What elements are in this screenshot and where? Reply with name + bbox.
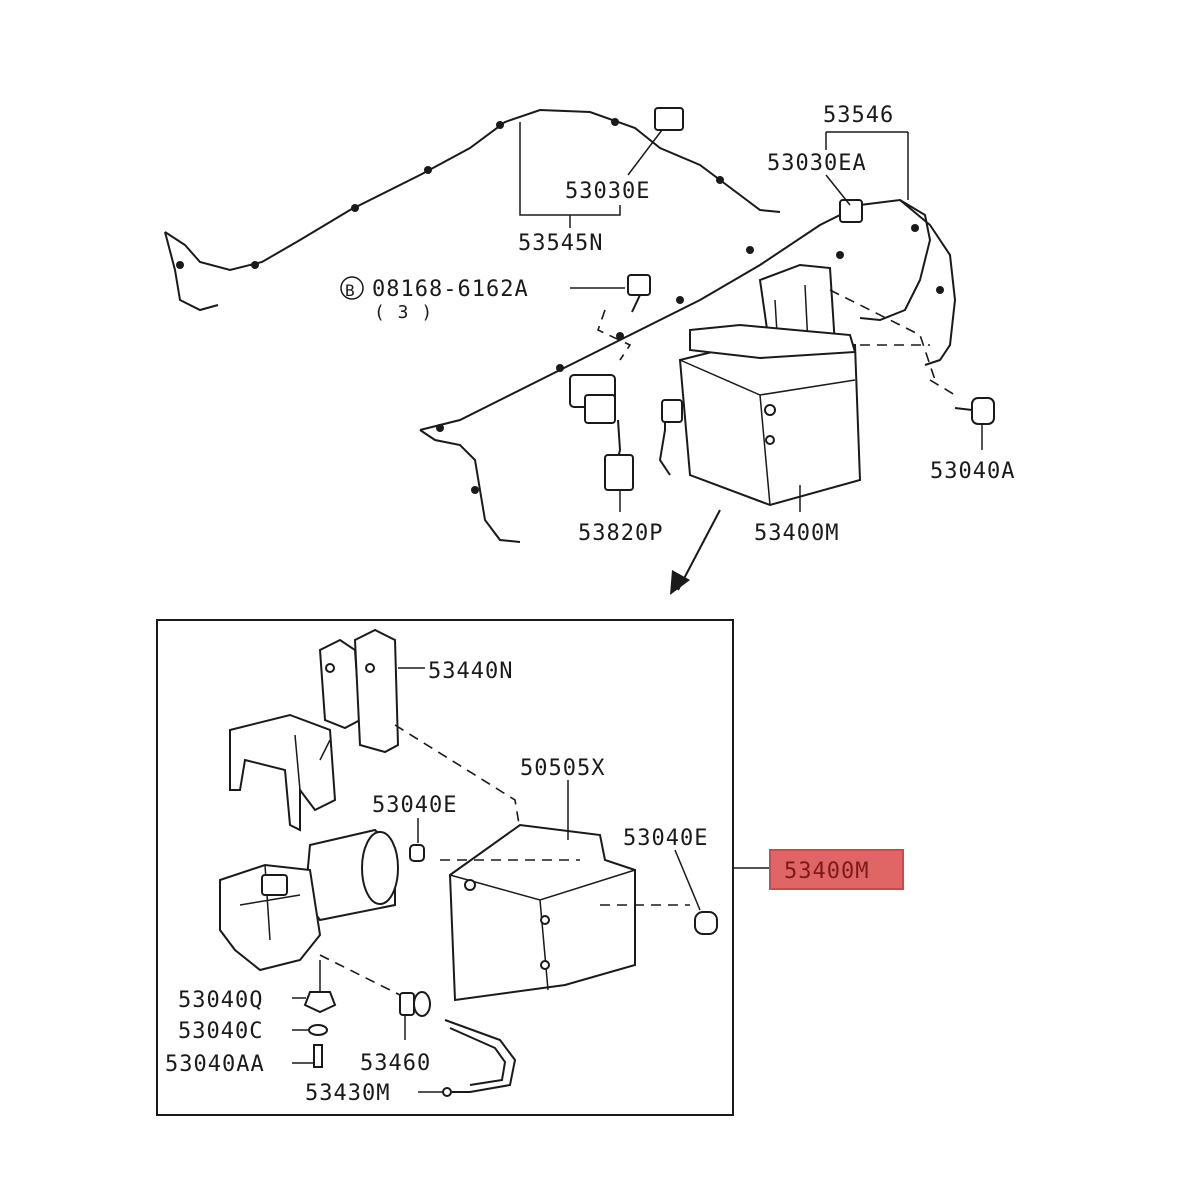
bushing-53460 [399, 991, 431, 1040]
bracket-53545N-callout [519, 122, 621, 228]
hose-53430M [418, 1019, 517, 1097]
grommet-53040E-left [409, 818, 425, 862]
label-53400M-highlight[interactable]: 53400M [784, 859, 869, 884]
bracket-53440N [229, 628, 425, 832]
label-50505X[interactable]: 50505X [520, 756, 605, 781]
bolt-53040A [929, 379, 995, 450]
label-08168-6162A[interactable]: 08168-6162A [372, 277, 529, 302]
compressor-motor [219, 828, 411, 1001]
bolt-08168-6162A [340, 274, 651, 313]
connector-53030EA [839, 199, 863, 223]
label-53040E-left[interactable]: 53040E [372, 793, 457, 818]
label-53820P[interactable]: 53820P [578, 521, 663, 546]
label-53460[interactable]: 53460 [360, 1051, 431, 1076]
hardware-stack [292, 991, 337, 1068]
label-53545N[interactable]: 53545N [518, 231, 603, 256]
harness-clips-top [176, 118, 724, 269]
detail-arrow [670, 509, 721, 595]
grommet-53040E-right [674, 849, 718, 935]
compressor-assembly-53400M-top [658, 263, 936, 512]
label-53040Q[interactable]: 53040Q [178, 988, 263, 1013]
sensor-53820P [569, 309, 634, 512]
label-53430M[interactable]: 53430M [305, 1081, 390, 1106]
harness-clips-main [436, 224, 944, 494]
label-53030E[interactable]: 53030E [565, 179, 650, 204]
harness-53545N [164, 108, 781, 312]
label-53040AA[interactable]: 53040AA [165, 1052, 265, 1077]
label-53040A[interactable]: 53040A [930, 459, 1015, 484]
cover-50505X [394, 724, 690, 1002]
label-53440N[interactable]: 53440N [428, 659, 513, 684]
label-53546[interactable]: 53546 [823, 103, 894, 128]
label-53030EA[interactable]: 53030EA [767, 151, 867, 176]
label-bolt-qty: ( 3 ) [374, 302, 433, 323]
bracket-53546-callout [825, 131, 909, 206]
label-53400M-top[interactable]: 53400M [754, 521, 839, 546]
connector-53030E [627, 107, 684, 176]
label-53040E-right[interactable]: 53040E [623, 826, 708, 851]
label-53040C[interactable]: 53040C [178, 1019, 263, 1044]
bolt-symbol: B [345, 281, 356, 300]
highlight-box-53400M [769, 849, 904, 890]
